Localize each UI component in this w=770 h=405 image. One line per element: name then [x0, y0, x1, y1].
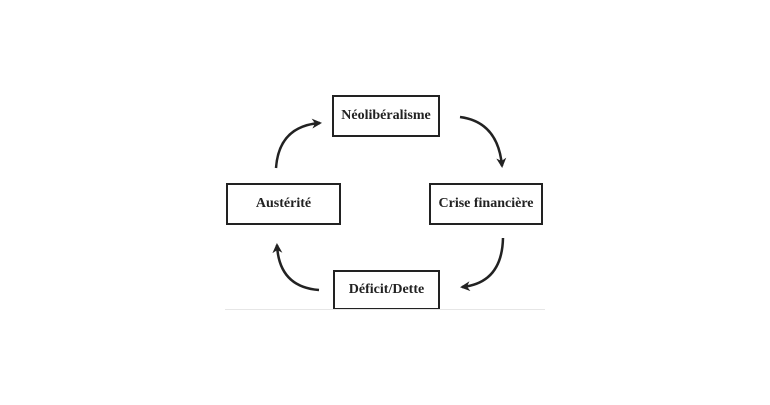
arrow-crise-to-deficit — [460, 237, 505, 292]
arrow-deficit-to-austerite — [272, 243, 320, 292]
arrow-neoliberalisme-to-crise — [459, 115, 507, 168]
node-label: Austérité — [255, 196, 312, 211]
divider — [225, 309, 545, 310]
node-deficit-dette: Déficit/Dette — [333, 270, 440, 310]
node-label: Déficit/Dette — [348, 282, 425, 297]
node-neoliberalisme: Néolibéralisme — [332, 95, 440, 137]
node-crise-financiere: Crise financière — [429, 183, 543, 225]
node-austerite: Austérité — [226, 183, 341, 225]
node-label: Néolibéralisme — [341, 108, 431, 123]
arrow-austerite-to-neoliberalisme — [274, 118, 322, 169]
node-label: Crise financière — [438, 196, 534, 211]
